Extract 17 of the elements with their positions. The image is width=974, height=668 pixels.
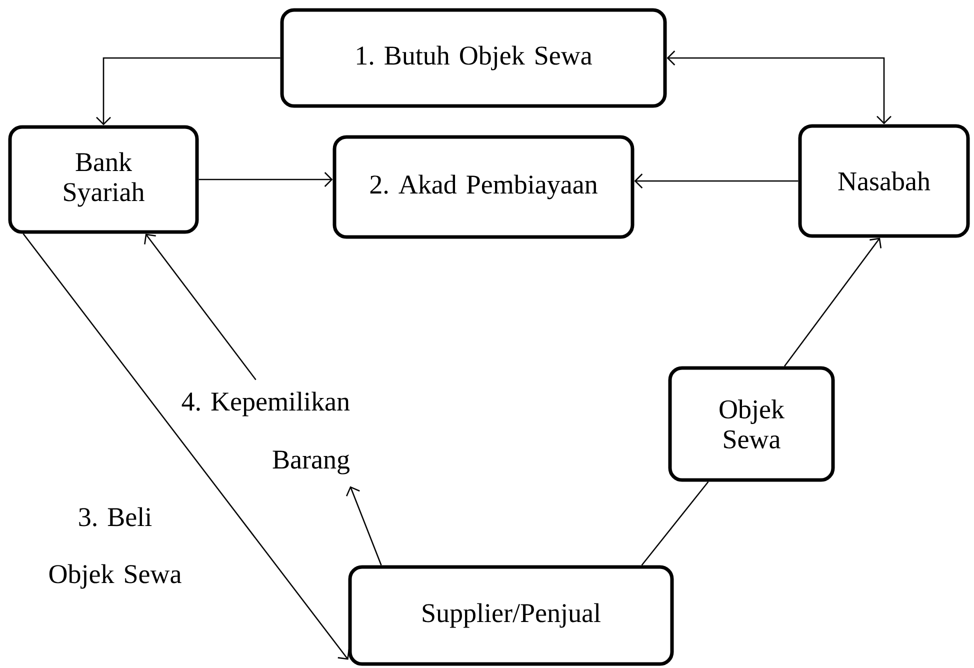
process-box: Supplier/Penjual [348,565,674,666]
arrow [144,234,256,380]
edge-label: 3. Beli Objek Sewa [26,498,204,598]
arrow [784,238,882,367]
arrow [198,172,333,187]
process-box: 2. Akad Pembiayaan [332,135,634,239]
flow-label: 4. Kepemilikan Barang [182,392,350,474]
connector-line [641,481,709,566]
process-box: Objek Sewa [668,366,835,482]
arrow [96,57,280,126]
process-box: Nasabah [798,124,970,238]
arrow [346,486,382,566]
process-box: 1. Butuh Objek Sewa [280,8,667,108]
arrow [666,50,892,124]
arrow [634,174,798,188]
process-box: Bank Syariah [8,125,199,234]
arrow [22,233,350,660]
